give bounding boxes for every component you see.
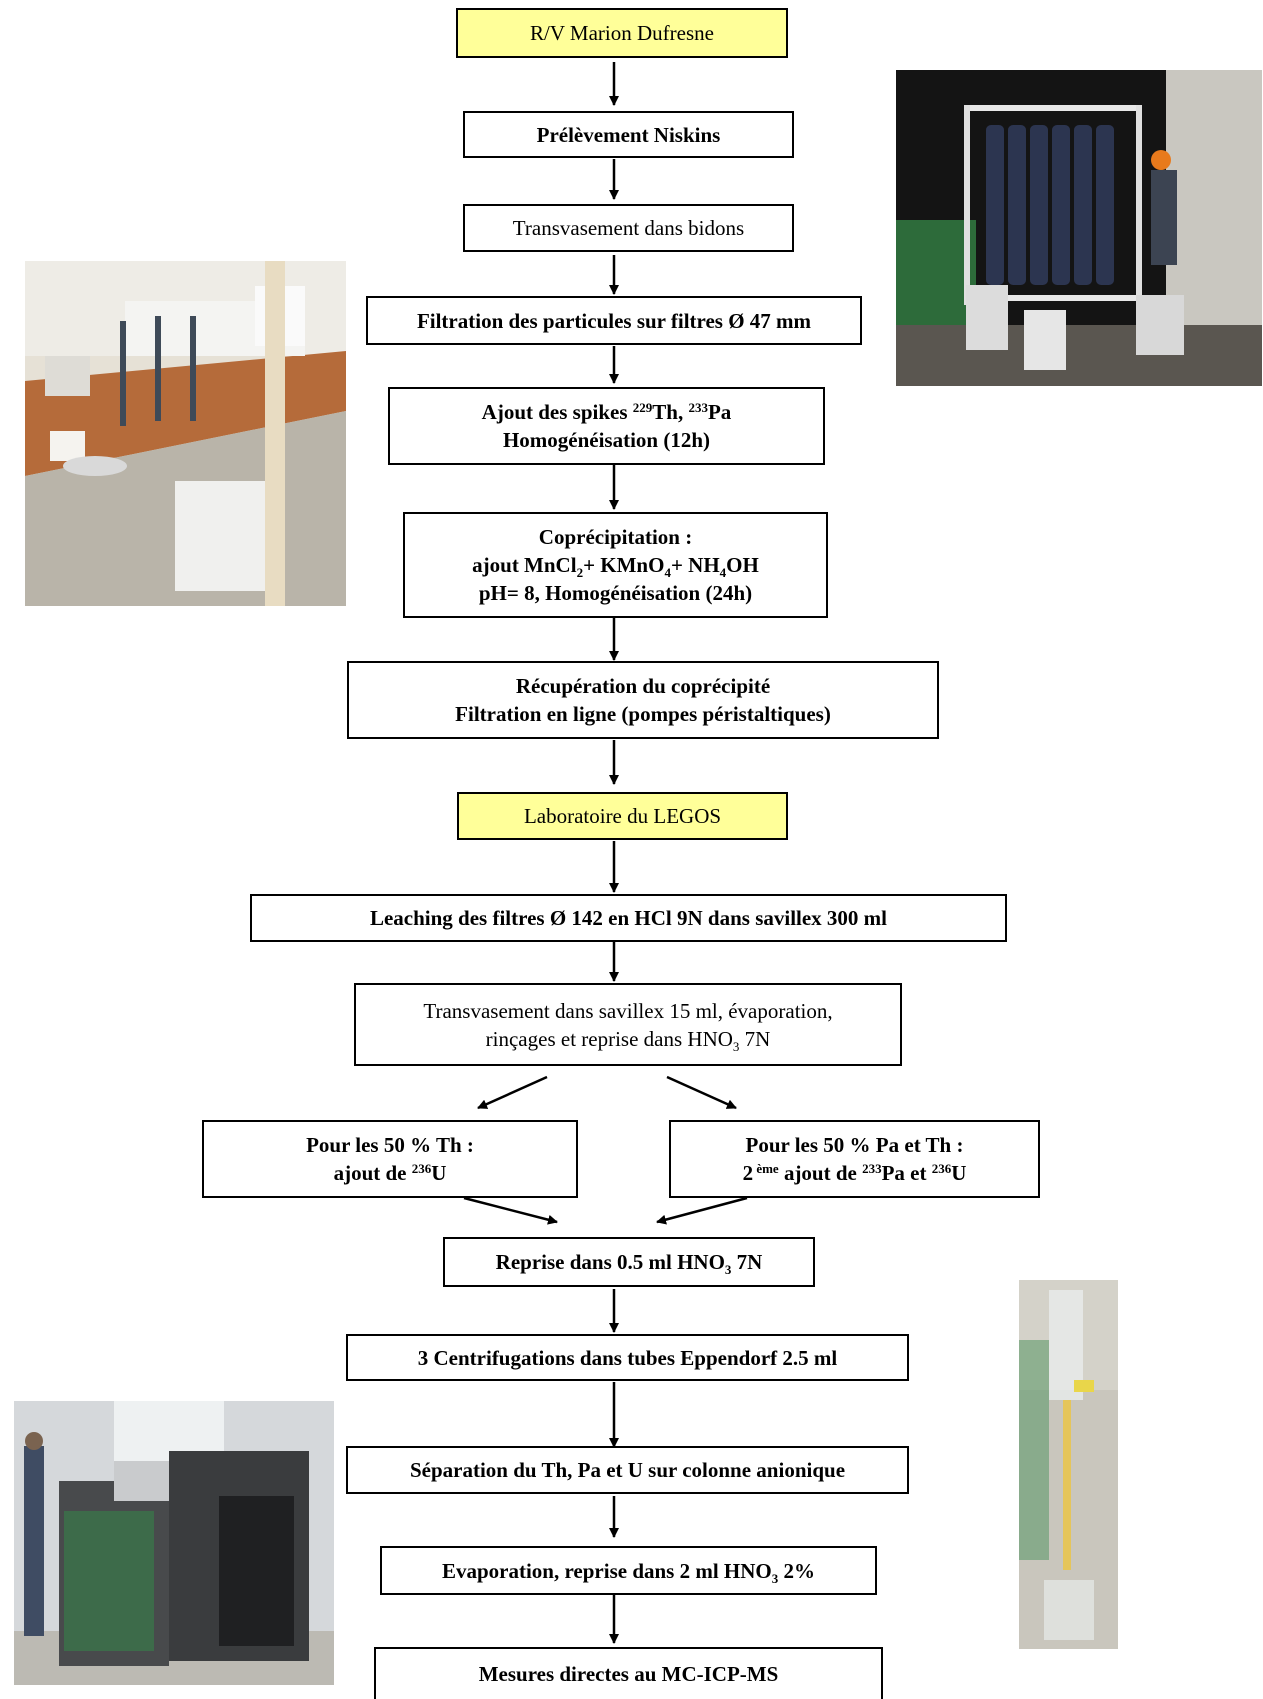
reprise-label: Reprise dans 0.5 ml HNO3 7N bbox=[496, 1248, 763, 1276]
recovery-box: Récupération du coprécipité Filtration e… bbox=[347, 661, 939, 739]
evaporation-box: Evaporation, reprise dans 2 ml HNO3 2% bbox=[380, 1546, 877, 1595]
mc-icp-ms-photo bbox=[14, 1401, 334, 1685]
ship-box: R/V Marion Dufresne bbox=[456, 8, 788, 58]
mncl-sub: 2 bbox=[576, 565, 584, 580]
reprise-hno-sub: 3 bbox=[724, 1262, 732, 1277]
spikes-line2: Homogénéisation (12h) bbox=[502, 428, 711, 452]
nh-label: + NH bbox=[670, 553, 720, 577]
pa-th-branch-line2: 2 ème ajout de 233Pa et 236U bbox=[743, 1159, 967, 1187]
pa-th-branch-ajout: ajout de bbox=[778, 1161, 863, 1185]
recovery-line2: Filtration en ligne (pompes péristaltiqu… bbox=[455, 702, 831, 726]
separation-label: Séparation du Th, Pa et U sur colonne an… bbox=[409, 1458, 846, 1482]
pa-label: Pa bbox=[707, 400, 732, 424]
centrifugation-label: 3 Centrifugations dans tubes Eppendorf 2… bbox=[417, 1345, 838, 1370]
kmno-label: + KMnO bbox=[583, 553, 665, 577]
th-label: Th, bbox=[652, 400, 689, 424]
measure-box: Mesures directes au MC-ICP-MS bbox=[374, 1647, 883, 1699]
pa-isotope: 233 bbox=[688, 400, 708, 415]
pa-th-branch-line1: Pour les 50 % Pa et Th : bbox=[745, 1133, 964, 1157]
u-isotope: 236 bbox=[411, 1161, 432, 1176]
savillex-hno-sub: 3 bbox=[732, 1038, 740, 1054]
kmno-sub: 4 bbox=[664, 565, 671, 580]
ordinal-suffix: ème bbox=[753, 1161, 779, 1176]
th-branch-line2: ajout de 236U bbox=[334, 1159, 447, 1187]
arrow-merge-right bbox=[656, 1196, 748, 1225]
u236-isotope: 236 bbox=[931, 1161, 952, 1176]
transfer-bidons-label: Transvasement dans bidons bbox=[512, 216, 745, 240]
coprecip-line1: Coprécipitation : bbox=[538, 525, 693, 549]
leaching-box: Leaching des filtres Ø 142 en HCl 9N dan… bbox=[250, 894, 1007, 942]
evaporation-hno-sub: 3 bbox=[771, 1570, 779, 1586]
arrow-merge-left bbox=[463, 1196, 558, 1225]
coprecip-line3: pH= 8, Homogénéisation (24h) bbox=[478, 581, 753, 605]
filtration-label: Filtration des particules sur filtres Ø … bbox=[416, 308, 812, 333]
th-isotope: 229 bbox=[632, 400, 653, 415]
rosette-photo bbox=[896, 70, 1262, 386]
mncl-label: ajout MnCl bbox=[472, 553, 577, 577]
filtration-box: Filtration des particules sur filtres Ø … bbox=[366, 296, 862, 345]
ship-label: R/V Marion Dufresne bbox=[530, 21, 714, 45]
ordinal-number: 2 bbox=[742, 1161, 754, 1185]
th-branch-ajout: ajout de bbox=[333, 1161, 412, 1185]
savillex-hno-label: rinçages et reprise dans HNO bbox=[485, 1026, 733, 1051]
recovery-line1: Récupération du coprécipité bbox=[515, 674, 771, 698]
leaching-label: Leaching des filtres Ø 142 en HCl 9N dan… bbox=[369, 906, 888, 930]
savillex-7n-label: 7N bbox=[739, 1026, 771, 1051]
evaporation-2pct-label: 2% bbox=[778, 1558, 816, 1583]
savillex-line2: rinçages et reprise dans HNO3 7N bbox=[486, 1025, 771, 1053]
separation-box: Séparation du Th, Pa et U sur colonne an… bbox=[346, 1446, 909, 1494]
th-branch-line1: Pour les 50 % Th : bbox=[306, 1133, 474, 1157]
reprise-7n-label: 7N bbox=[731, 1250, 763, 1274]
coprecip-line2: ajout MnCl2+ KMnO4+ NH4OH bbox=[472, 551, 759, 579]
spikes-prefix: Ajout des spikes bbox=[481, 400, 633, 424]
filtration-bench-photo bbox=[25, 261, 346, 606]
arrow-split-left bbox=[477, 1075, 548, 1110]
niskins-label: Prélèvement Niskins bbox=[536, 122, 721, 147]
anion-column-photo bbox=[1019, 1280, 1118, 1649]
u-label: U bbox=[431, 1161, 447, 1185]
nh-sub: 4 bbox=[719, 565, 727, 580]
spikes-line1: Ajout des spikes 229Th, 233Pa bbox=[482, 398, 732, 426]
measure-label: Mesures directes au MC-ICP-MS bbox=[478, 1662, 779, 1686]
evaporation-label: Evaporation, reprise dans 2 ml HNO3 2% bbox=[442, 1557, 815, 1585]
lab-box: Laboratoire du LEGOS bbox=[457, 792, 788, 840]
coprecipitation-box: Coprécipitation : ajout MnCl2+ KMnO4+ NH… bbox=[403, 512, 828, 618]
reprise-box: Reprise dans 0.5 ml HNO3 7N bbox=[443, 1237, 815, 1287]
centrifugation-box: 3 Centrifugations dans tubes Eppendorf 2… bbox=[346, 1334, 909, 1381]
evaporation-hno-label: Evaporation, reprise dans 2 ml HNO bbox=[441, 1558, 772, 1583]
transfer-bidons-box: Transvasement dans bidons bbox=[463, 204, 794, 252]
lab-label: Laboratoire du LEGOS bbox=[523, 804, 722, 828]
pa-th-branch-box: Pour les 50 % Pa et Th : 2 ème ajout de … bbox=[669, 1120, 1040, 1198]
spikes-box: Ajout des spikes 229Th, 233Pa Homogénéis… bbox=[388, 387, 825, 465]
reprise-hno-label: Reprise dans 0.5 ml HNO bbox=[495, 1250, 725, 1274]
th-branch-box: Pour les 50 % Th : ajout de 236U bbox=[202, 1120, 578, 1198]
pa-et-label: Pa et bbox=[881, 1161, 932, 1185]
oh-label: OH bbox=[726, 553, 759, 577]
pa233-isotope: 233 bbox=[862, 1161, 882, 1176]
savillex-line1: Transvasement dans savillex 15 ml, évapo… bbox=[423, 998, 833, 1023]
arrow-split-right bbox=[666, 1075, 737, 1110]
savillex-box: Transvasement dans savillex 15 ml, évapo… bbox=[354, 983, 902, 1066]
u-label-right: U bbox=[951, 1161, 967, 1185]
niskins-box: Prélèvement Niskins bbox=[463, 111, 794, 158]
